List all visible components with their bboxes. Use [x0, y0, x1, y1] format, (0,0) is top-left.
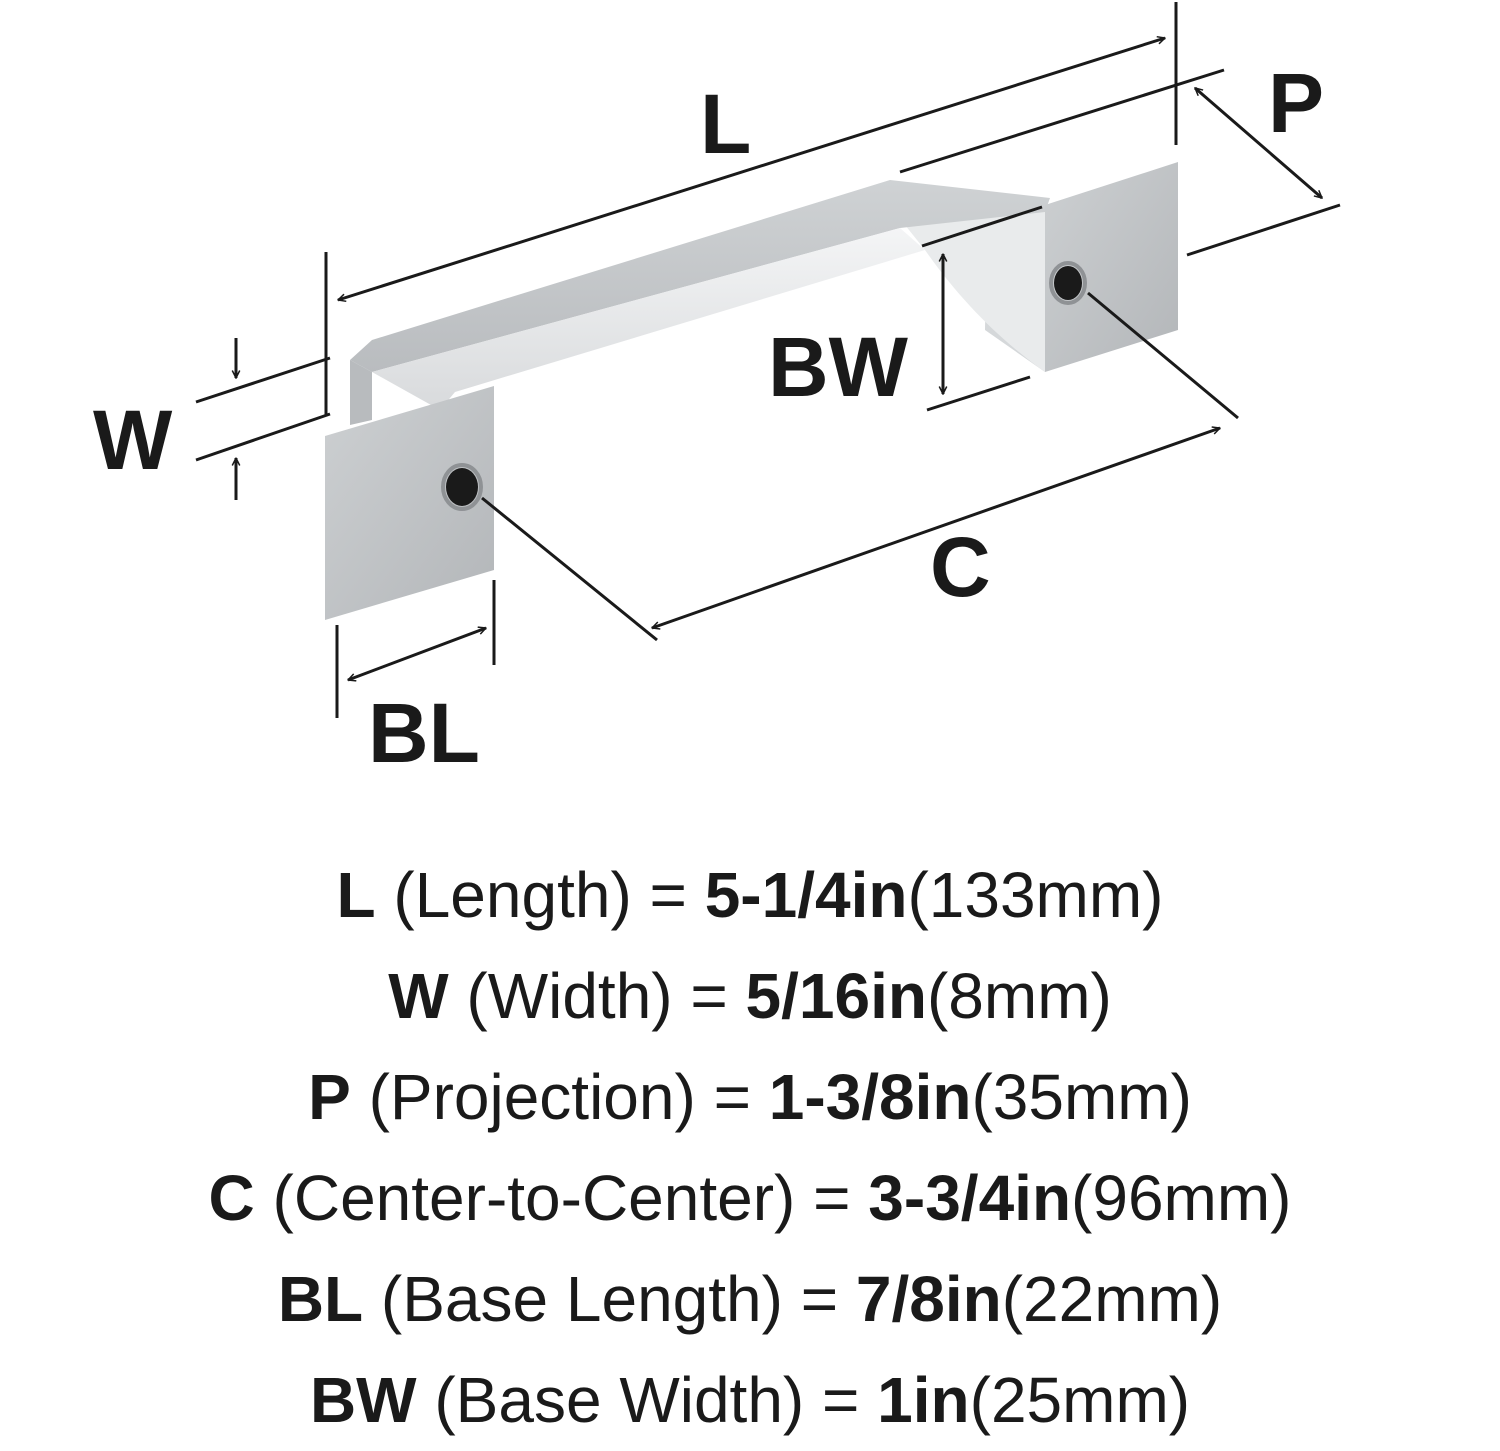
spec-description: (Width) = [448, 960, 746, 1032]
label-width: W [93, 393, 173, 487]
projection-arrow [1195, 86, 1322, 200]
spec-value: 3-3/4in [868, 1162, 1072, 1234]
spec-metric: (22mm) [1001, 1263, 1223, 1335]
label-base-width: BW [768, 320, 909, 414]
base-length-arrow [348, 628, 486, 680]
label-projection: P [1268, 56, 1324, 150]
center-extension-left [481, 496, 658, 642]
length-arrow [338, 38, 1165, 300]
pull-handle-illustration [325, 162, 1178, 620]
projection-extension-top [899, 68, 1225, 174]
spec-value: 5/16in [745, 960, 927, 1032]
spec-row-projection: P (Projection) = 1-3/8in(35mm) [0, 1047, 1500, 1148]
left-screw-hole-rim [441, 463, 483, 511]
spec-description: (Center-to-Center) = [254, 1162, 869, 1234]
spec-row-base-width: BW (Base Width) = 1in(25mm) [0, 1350, 1500, 1451]
spec-description: (Base Width) = [416, 1364, 878, 1436]
spec-metric: (96mm) [1071, 1162, 1292, 1234]
spec-code: C [208, 1162, 255, 1234]
left-screw-hole-icon [446, 468, 478, 506]
left-post [350, 360, 372, 425]
specifications-list: L (Length) = 5-1/4in(133mm) W (Width) = … [0, 845, 1500, 1451]
spec-metric: (25mm) [969, 1364, 1191, 1436]
spec-value: 1-3/8in [768, 1061, 972, 1133]
center-to-center-arrow [652, 428, 1220, 628]
width-extension-bottom [195, 412, 331, 462]
spec-code: BW [309, 1364, 417, 1436]
projection-extension-bottom [1186, 203, 1341, 257]
pull-handle-dimension-diagram: L P W BW C BL [93, 2, 1341, 780]
right-screw-hole-icon [1054, 266, 1082, 300]
width-extension-top [195, 356, 331, 404]
spec-metric: (35mm) [971, 1061, 1192, 1133]
spec-row-base-length: BL (Base Length) = 7/8in(22mm) [0, 1249, 1500, 1350]
spec-description: (Length) = [375, 859, 705, 931]
left-base-plate [325, 386, 494, 620]
base-width-extension-top [921, 205, 1043, 248]
spec-value: 7/8in [855, 1263, 1002, 1335]
spec-row-width: W (Width) = 5/16in(8mm) [0, 946, 1500, 1047]
center-extension-right [1087, 291, 1239, 420]
spec-row-center-to-center: C (Center-to-Center) = 3-3/4in(96mm) [0, 1148, 1500, 1249]
base-width-extension-bottom [926, 375, 1031, 412]
spec-metric: (8mm) [926, 960, 1112, 1032]
spec-code: BL [277, 1263, 364, 1335]
dimension-lines [195, 2, 1341, 718]
spec-description: (Projection) = [350, 1061, 769, 1133]
spec-value: 5-1/4in [704, 859, 908, 931]
spec-row-length: L (Length) = 5-1/4in(133mm) [0, 845, 1500, 946]
spec-code: L [336, 859, 376, 931]
spec-description: (Base Length) = [363, 1263, 856, 1335]
spec-value: 1in [877, 1364, 970, 1436]
spec-metric: (133mm) [907, 859, 1164, 931]
spec-code: W [388, 960, 449, 1032]
label-length: L [700, 77, 751, 171]
label-base-length: BL [368, 686, 480, 780]
label-center-to-center: C [930, 520, 991, 614]
spec-code: P [308, 1061, 351, 1133]
